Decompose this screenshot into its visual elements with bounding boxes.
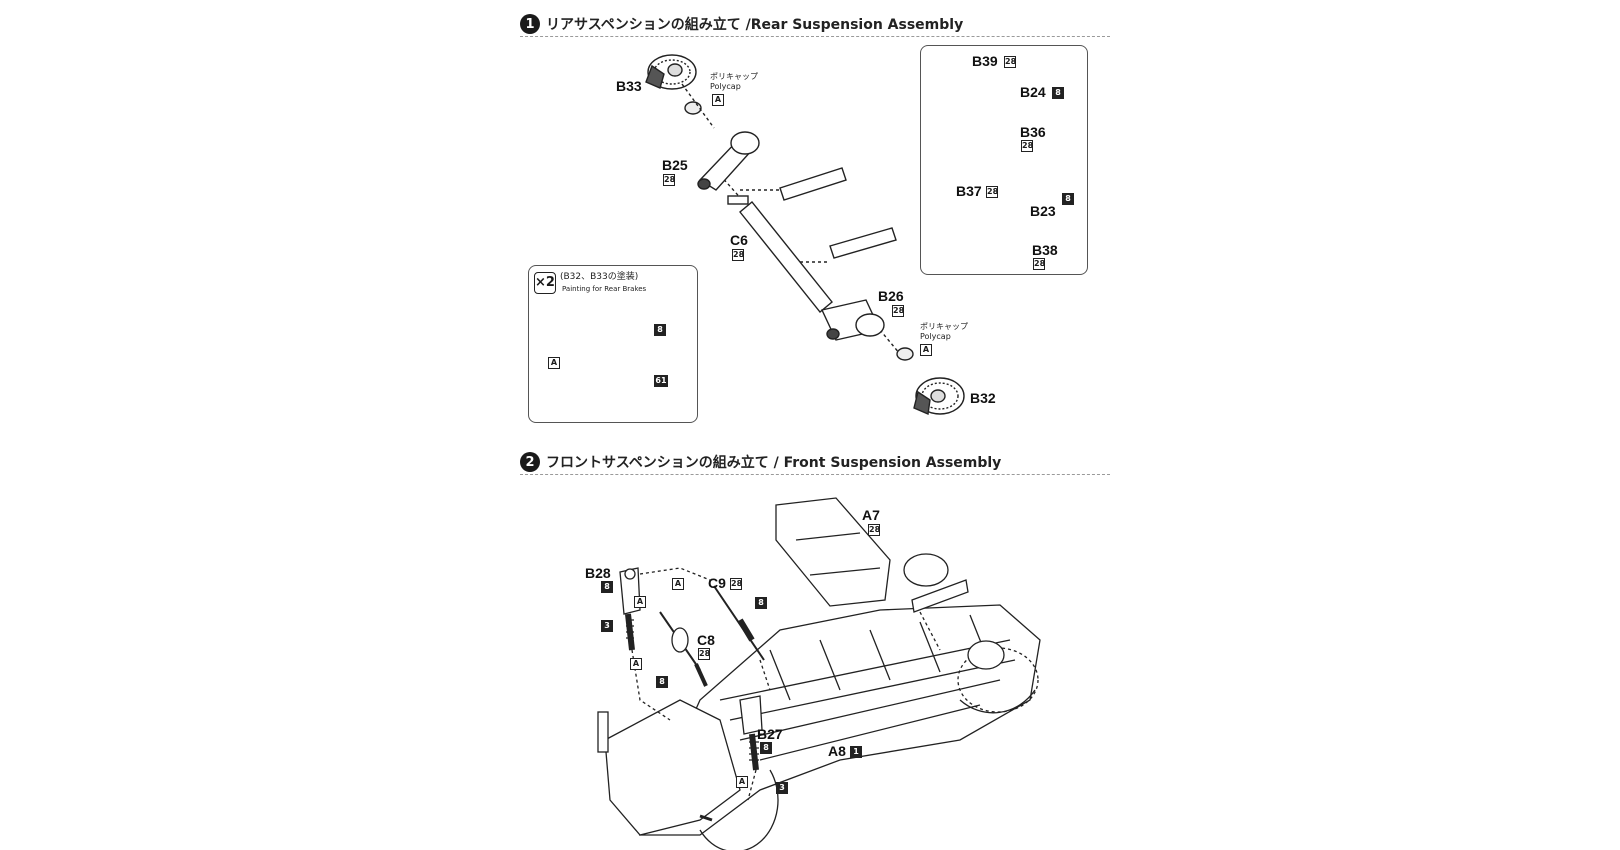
- c6-axle-tube: [727, 195, 833, 313]
- code-b28-a: A: [634, 596, 646, 608]
- label-c8: C8: [697, 632, 715, 648]
- step2-number: 2: [520, 452, 540, 472]
- label-b26: B26: [878, 288, 904, 304]
- c9-part: [713, 585, 765, 661]
- c8-part: [659, 611, 708, 687]
- polycap-bottom-code: A: [920, 344, 932, 356]
- painting-note-jp: (B32、B33の塗装): [560, 272, 639, 282]
- upper-link-2: [829, 227, 897, 259]
- polycap-bottom-en: Polycap: [920, 332, 951, 341]
- code-b28: 8: [601, 581, 613, 593]
- a7-part: [775, 497, 891, 607]
- code-right-shock-a: A: [736, 776, 748, 788]
- code-c8-color: 8: [656, 676, 668, 688]
- step1-number: 1: [520, 14, 540, 34]
- code-b36: 28: [1021, 140, 1034, 152]
- label-b28: B28: [585, 565, 611, 581]
- step2-header: 2 フロントサスペンションの組み立て / Front Suspension As…: [520, 450, 1110, 475]
- code-c6: 28: [732, 249, 745, 261]
- rear-disc-upper: [903, 553, 949, 587]
- right-shock: [749, 733, 759, 771]
- code-b37: 28: [986, 186, 999, 198]
- label-b37: B37: [956, 183, 982, 199]
- code-b27: 8: [760, 742, 772, 754]
- code-b39: 28: [1004, 56, 1017, 68]
- alternate-parts-panel: [920, 45, 1088, 275]
- b26-arm: [820, 299, 885, 341]
- upper-link-1: [779, 167, 847, 201]
- code-b23-color: 8: [1062, 193, 1074, 205]
- code-b38: 28: [1033, 258, 1046, 270]
- code-a8: 1: [850, 746, 862, 758]
- label-b32: B32: [970, 390, 996, 406]
- step1-header: 1 リアサスペンションの組み立て /Rear Suspension Assemb…: [520, 12, 1110, 37]
- code-b25: 28: [663, 174, 676, 186]
- label-b27: B27: [757, 726, 783, 742]
- label-a7: A7: [862, 507, 880, 523]
- code-a7: 28: [868, 524, 881, 536]
- code-left-shock-a: A: [630, 658, 642, 670]
- code-polycap-link: A: [672, 578, 684, 590]
- step2-title: フロントサスペンションの組み立て / Front Suspension Asse…: [546, 455, 1002, 471]
- painting-panel: [528, 265, 698, 423]
- label-c6: C6: [730, 232, 748, 248]
- painting-note-en: Painting for Rear Brakes: [562, 285, 647, 293]
- label-b36: B36: [1020, 124, 1046, 140]
- multiplier-badge: ×2: [534, 272, 556, 294]
- left-shock: [625, 613, 635, 651]
- code-c9-color: 8: [755, 597, 767, 609]
- code-right-spring: 3: [776, 782, 788, 794]
- step1-title: リアサスペンションの組み立て /Rear Suspension Assembly: [546, 17, 964, 33]
- label-b33: B33: [616, 78, 642, 94]
- label-b25: B25: [662, 157, 688, 173]
- polycap-top-jp: ポリキャップ: [710, 72, 758, 81]
- b32-brake-disc: [913, 377, 965, 416]
- label-a8: A8: [828, 743, 846, 759]
- polycap-bottom: [896, 347, 914, 361]
- painting-code-8: 8: [654, 324, 666, 336]
- label-c9: C9: [708, 575, 726, 591]
- rear-disc-lower: [967, 640, 1005, 670]
- code-c8: 28: [698, 648, 711, 660]
- label-b39: B39: [972, 53, 998, 69]
- polycap-bottom-jp: ポリキャップ: [920, 322, 968, 331]
- a8-chassis: [597, 604, 1041, 850]
- b27-upright: [739, 695, 763, 735]
- label-b23: B23: [1030, 203, 1056, 219]
- b25-arm: [697, 131, 760, 191]
- code-b24: 8: [1052, 87, 1064, 99]
- b33-brake-disc: [645, 54, 697, 90]
- painting-code-61: 61: [654, 375, 668, 387]
- code-c9: 28: [730, 578, 743, 590]
- polycap-top-code: A: [712, 94, 724, 106]
- label-b24: B24: [1020, 84, 1046, 100]
- painting-code-a: A: [548, 357, 560, 369]
- code-left-spring: 3: [601, 620, 613, 632]
- polycap-top-en: Polycap: [710, 82, 741, 91]
- code-b26: 28: [892, 305, 905, 317]
- label-b38: B38: [1032, 242, 1058, 258]
